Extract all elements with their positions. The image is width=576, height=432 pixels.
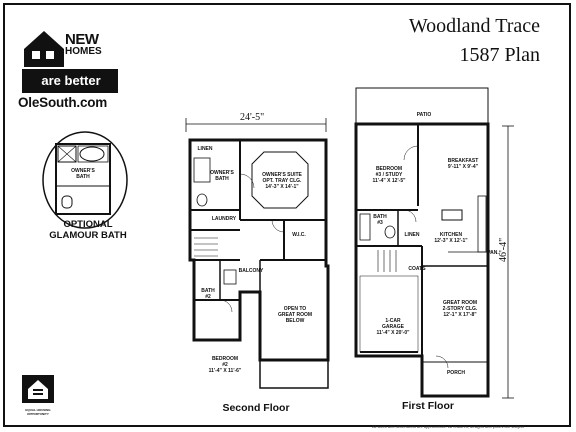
second-floor-width-dim: 24'-5" <box>240 112 265 123</box>
breakfast-label-1: BREAKFAST <box>447 158 479 164</box>
equal-housing-logo: EQUAL HOUSING OPPORTUNITY <box>22 375 54 416</box>
logo-new-text: NEW <box>65 31 99 48</box>
room-pantry: PAN. <box>487 250 499 256</box>
owners-bath-label-2: BATH <box>215 176 229 182</box>
open-label-1: OPEN TO <box>283 306 307 312</box>
bath-3-label-2: #3 <box>377 220 383 226</box>
equal-housing-icon <box>22 375 54 403</box>
room-kitchen: KITCHEN 12'-3" X 12'-1" <box>428 232 474 244</box>
logo-tagline: are better <box>41 73 101 88</box>
room-bedroom-3: BEDROOM #3 / STUDY 11'-4" X 12'-5" <box>364 166 414 184</box>
bath-2-label-2: #2 <box>205 294 211 300</box>
room-great-room: GREAT ROOM 2-STORY CLG. 12'-1" X 17'-8" <box>434 300 486 318</box>
room-bath-3: BATH #3 <box>370 214 390 226</box>
plan-title: Woodland Trace 1587 Plan <box>409 12 540 70</box>
room-laundry: LAUNDRY <box>211 216 237 222</box>
garage-label-2: GARAGE <box>382 324 404 330</box>
room-linen-1f: LINEN <box>404 232 420 238</box>
kitchen-label-1: KITCHEN <box>439 232 463 238</box>
room-wic: W.I.C. <box>292 232 306 238</box>
bath-3-label-1: BATH <box>373 214 387 220</box>
owners-suite-label-3: 14'-3" X 14'-1" <box>265 184 299 190</box>
plan-name: 1587 Plan <box>459 44 540 66</box>
great-room-label-1: GREAT ROOM <box>442 300 478 306</box>
website-link[interactable]: OleSouth.com <box>18 95 108 110</box>
room-owners-bath: OWNER'S BATH <box>202 170 242 182</box>
room-open-to-great-room: OPEN TO GREAT ROOM BELOW <box>270 306 320 324</box>
owners-suite-label-2: OPT. TRAY CLG. <box>262 178 302 184</box>
bedroom-2-label-2: #2 <box>222 362 228 368</box>
optional-bath-label-2: BATH <box>76 174 90 180</box>
second-floor-plan <box>185 118 330 389</box>
garage-label-1: 1-CAR <box>385 318 401 324</box>
open-label-3: BELOW <box>285 318 305 324</box>
community-name: Woodland Trace <box>408 15 540 37</box>
room-patio: PATIO <box>416 112 432 118</box>
kitchen-label-2: 12'-3" X 12'-1" <box>434 238 468 244</box>
optional-bath-label: OWNER'S BATH <box>60 168 106 180</box>
room-garage: 1-CAR GARAGE 11'-4" X 20'-0" <box>368 318 418 336</box>
bedroom-2-label-1: BEDROOM <box>211 356 239 362</box>
room-balcony: BALCONY <box>238 268 264 274</box>
optional-bath-label-1: OWNER'S <box>71 168 95 174</box>
bedroom-3-label-2: #3 / STUDY <box>375 172 403 178</box>
logo-homes-text: HOMES <box>65 46 102 57</box>
brand-logo: NEW HOMES are better <box>22 27 118 97</box>
owners-suite-label-1: OWNER'S SUITE <box>262 172 302 178</box>
disclaimer: All sizes and dimensions are approximate… <box>372 424 525 429</box>
optional-caption: OPTIONAL GLAMOUR BATH <box>40 219 136 241</box>
room-breakfast: BREAKFAST 9'-11" X 9'-4" <box>438 158 488 170</box>
bath-2-label-1: BATH <box>201 288 215 294</box>
owners-bath-label-1: OWNER'S <box>210 170 234 176</box>
room-coats: COATS <box>408 266 426 272</box>
great-room-label-3: 12'-1" X 17'-8" <box>443 312 477 318</box>
second-floor-caption: Second Floor <box>222 402 290 414</box>
room-bath-2: BATH #2 <box>196 288 220 300</box>
open-label-2: GREAT ROOM <box>277 312 313 318</box>
bedroom-2-label-3: 11'-4" X 11'-6" <box>208 368 242 374</box>
room-bedroom-2: BEDROOM #2 11'-4" X 11'-6" <box>202 356 248 374</box>
optional-caption-1: OPTIONAL <box>63 219 113 230</box>
equal-housing-text: EQUAL HOUSING OPPORTUNITY <box>25 408 51 416</box>
first-floor-caption: First Floor <box>402 400 454 412</box>
room-linen-2f: LINEN <box>197 146 213 152</box>
garage-label-3: 11'-4" X 20'-0" <box>376 330 410 336</box>
room-porch: PORCH <box>446 370 466 376</box>
house-logo-icon <box>22 31 118 93</box>
great-room-label-2: 2-STORY CLG. <box>442 306 478 312</box>
bedroom-3-label-1: BEDROOM <box>375 166 403 172</box>
room-owners-suite: OWNER'S SUITE OPT. TRAY CLG. 14'-3" X 14… <box>248 172 316 190</box>
optional-bath-diagram <box>42 131 128 229</box>
optional-caption-2: GLAMOUR BATH <box>49 230 127 241</box>
first-floor-plan <box>354 87 514 399</box>
breakfast-label-2: 9'-11" X 9'-4" <box>447 164 479 170</box>
first-floor-depth-dim: 46'-4" <box>498 237 509 262</box>
bedroom-3-label-3: 11'-4" X 12'-5" <box>372 178 406 184</box>
